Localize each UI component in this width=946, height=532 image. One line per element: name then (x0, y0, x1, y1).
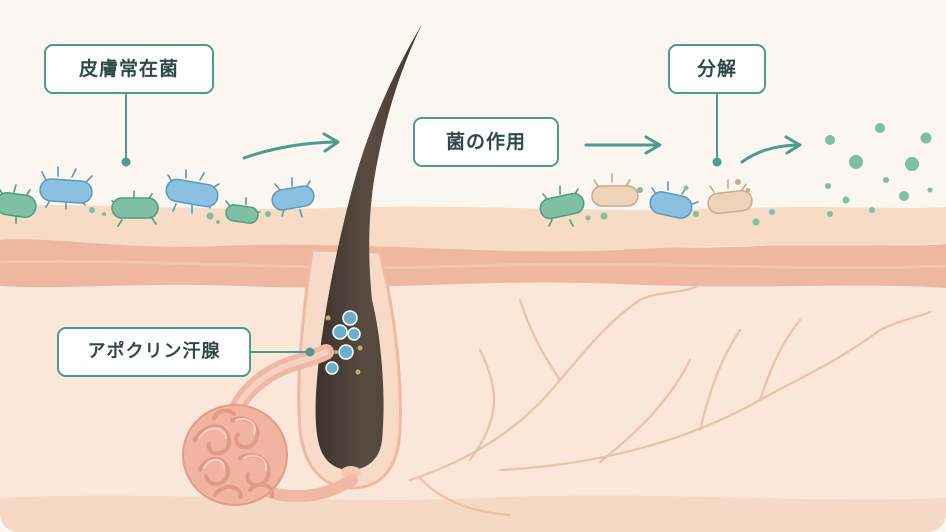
decomposed-particles (825, 123, 933, 217)
connector-lines (121, 94, 722, 357)
dermis-layer (0, 248, 946, 532)
arrow-right-icon (242, 132, 802, 164)
hair-bulb (341, 466, 361, 478)
apocrine-gland-icon (182, 404, 288, 506)
bacteria-icon (539, 173, 775, 227)
sweat-droplet-icon (325, 310, 361, 375)
apocrine-duct-inner (229, 349, 329, 423)
bacteria-icon (0, 166, 315, 227)
skin-band-highlight (0, 259, 946, 270)
label-resident-flora: 皮膚常在菌 (44, 44, 214, 94)
label-apocrine-gland: アポクリン汗腺 (57, 327, 251, 377)
label-decomposition: 分解 (668, 44, 766, 94)
skin-bottom-band (0, 495, 946, 532)
nerve-icon (408, 283, 932, 517)
label-bacterial-action: 菌の作用 (413, 117, 559, 167)
skin-band (0, 236, 946, 288)
secretion-particles (325, 315, 363, 375)
